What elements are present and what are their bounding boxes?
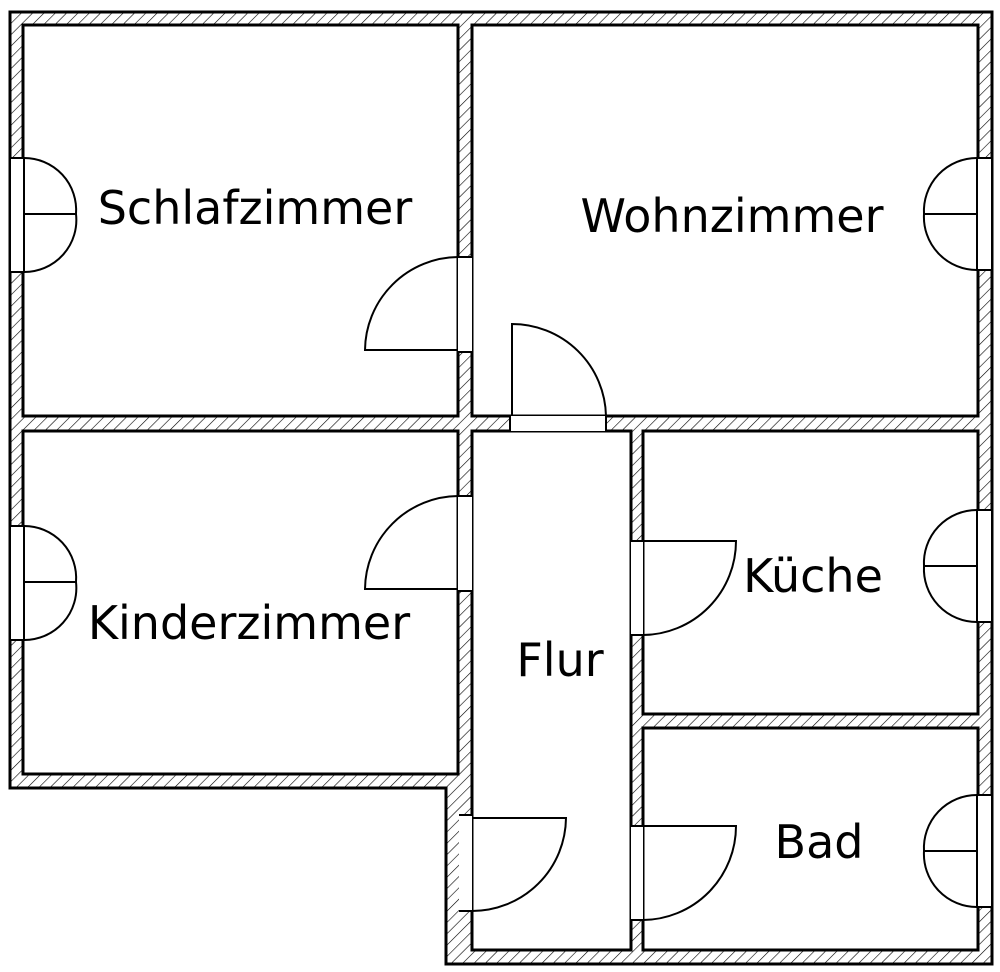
window-kinderzimmer — [9, 524, 78, 642]
label-flur: Flur — [516, 633, 603, 687]
door-bad — [631, 825, 738, 921]
door-flur-entrance — [459, 814, 568, 912]
door-kueche — [631, 540, 738, 636]
window-wohnzimmer — [922, 156, 993, 272]
room-kueche — [641, 429, 980, 716]
label-kinderzimmer: Kinderzimmer — [88, 596, 410, 650]
label-wohnzimmer: Wohnzimmer — [581, 189, 884, 243]
room-kinderzimmer — [21, 429, 460, 776]
door-schlafzimmer — [363, 256, 472, 353]
label-kueche: Küche — [743, 549, 883, 603]
window-schlafzimmer — [9, 156, 78, 274]
window-bad — [922, 793, 993, 909]
window-kueche — [922, 508, 993, 624]
door-wohnzimmer — [509, 322, 607, 431]
room-flur — [470, 429, 633, 952]
label-bad: Bad — [775, 815, 864, 869]
label-schlafzimmer: Schlafzimmer — [98, 181, 413, 235]
door-kinderzimmer — [363, 495, 472, 592]
room-wohnzimmer — [470, 23, 980, 418]
